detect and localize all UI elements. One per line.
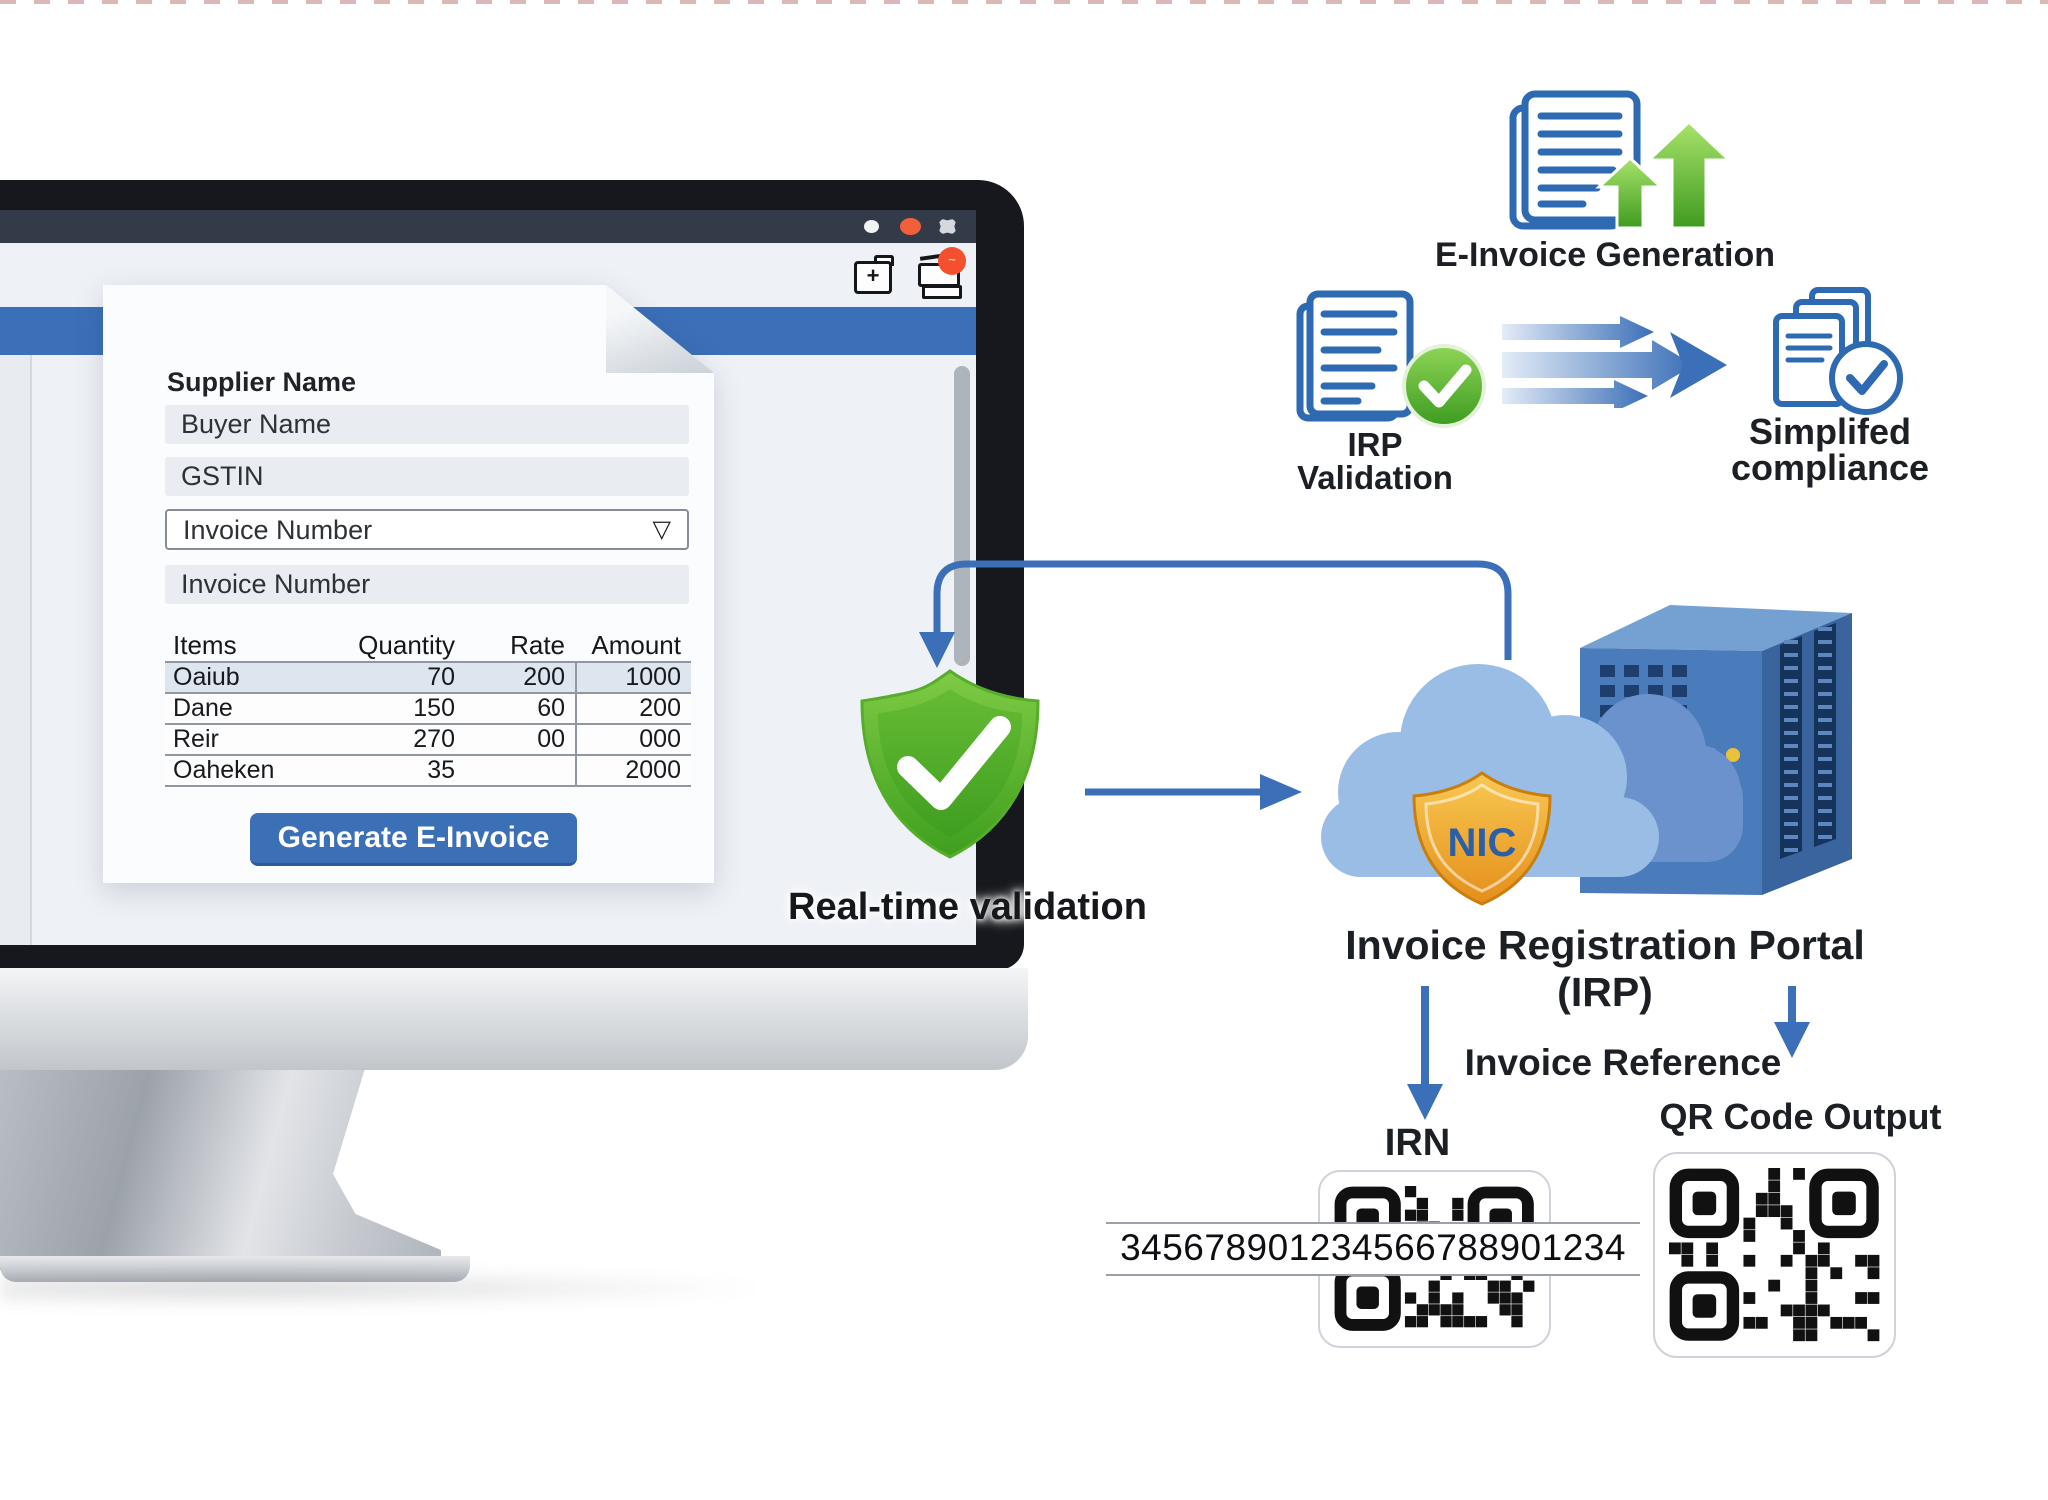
speed-arrows-icon (1502, 316, 1727, 408)
table-cell: Dane (173, 694, 233, 722)
column-header: Items (173, 630, 237, 660)
irn-label: IRN (1384, 1122, 1451, 1164)
nic-shield-label: NIC (1448, 821, 1517, 865)
irp-validation-label: IRP Validation (1270, 428, 1480, 494)
table-cell: 150 (413, 694, 455, 722)
glitch-artifact-line (0, 0, 2048, 4)
output-qr-code (1653, 1152, 1896, 1358)
table-cell: 200 (575, 694, 691, 723)
table-cell: 60 (537, 694, 565, 722)
scrollbar[interactable] (954, 366, 970, 666)
table-cell: 270 (413, 725, 455, 753)
irn-number-band: 345678901234566788901234 (1106, 1222, 1640, 1276)
invoice-number-input[interactable]: Invoice Number (165, 565, 689, 604)
table-row: Oaheken 35 2000 (165, 754, 691, 787)
table-row: Oaiub 70 200 1000 (165, 661, 691, 692)
portal-label: Invoice Registration Portal (IRP) (1345, 922, 1865, 1015)
monitor-chin (0, 968, 1028, 1070)
table-row: Dane 150 60 200 (165, 692, 691, 723)
compliance-docs-icon (1773, 287, 1903, 415)
minimize-dot[interactable] (864, 220, 879, 233)
simplified-compliance-label: Simplifed compliance (1705, 414, 1955, 486)
invoice-reference-label: Invoice Reference (1464, 1042, 1782, 1083)
buyer-name-input[interactable]: Buyer Name (165, 405, 689, 444)
invoice-number-select-value: Invoice Number (183, 515, 373, 545)
column-header: Rate (510, 630, 565, 660)
server-status-light-yellow (1726, 748, 1740, 762)
notification-badge: ~ (938, 247, 966, 275)
qr-code-output-label: QR Code Output (1659, 1096, 1942, 1137)
window-titlebar (0, 210, 976, 243)
irn-qr-code (1318, 1170, 1551, 1348)
table-header-row: Items Quantity Rate Amount (165, 629, 691, 661)
irp-validation-label-line1: IRP (1347, 426, 1403, 463)
invoice-form-card-body: Supplier Name Buyer Name GSTIN Invoice N… (103, 285, 714, 883)
invoice-number-select[interactable]: Invoice Number ▽ (165, 509, 689, 550)
supplier-name-label: Supplier Name (167, 367, 357, 397)
irp-validation-label-line2: Validation (1297, 459, 1453, 496)
green-check-shield-icon (860, 669, 1040, 859)
check-circle-icon (1402, 344, 1486, 428)
table-cell: Oaiub (173, 663, 240, 691)
table-cell: 35 (427, 756, 455, 784)
growth-arrow-small (1595, 155, 1665, 230)
simplified-compliance-line1: Simplifed (1748, 411, 1912, 452)
realtime-validation-label: Real-time validation (788, 886, 1147, 928)
monitor-stand (0, 1070, 441, 1270)
column-header: Quantity (358, 630, 455, 660)
close-dot[interactable] (900, 218, 921, 235)
growth-arrow-big (1645, 119, 1733, 230)
table-cell: 70 (427, 663, 455, 691)
printer-icon-paper (922, 285, 962, 299)
chevron-down-icon: ▽ (652, 516, 671, 543)
table-cell: 00 (537, 725, 565, 753)
table-cell: 1000 (575, 663, 691, 692)
generate-einvoice-button[interactable]: Generate E-Invoice (250, 813, 577, 866)
nic-gold-shield-icon: NIC (1412, 771, 1552, 906)
e-invoice-docs-icon (1509, 90, 1733, 230)
table-cell: 000 (575, 725, 691, 754)
irp-validation-doc-icon (1296, 290, 1486, 428)
sidebar-rail (0, 355, 32, 945)
tray-add-icon-tab (874, 255, 894, 266)
monitor-stand-base (0, 1256, 470, 1282)
shield-to-cloud-arrow (1085, 774, 1302, 810)
simplified-compliance-line2: compliance (1730, 447, 1930, 488)
e-invoice-generation-label: E-Invoice Generation (1434, 236, 1776, 274)
table-cell: Reir (173, 725, 219, 753)
table-cell: 200 (523, 663, 565, 691)
gstin-input[interactable]: GSTIN (165, 457, 689, 496)
app-toolbar: + ~ (0, 243, 976, 313)
invoice-form-card: Supplier Name Buyer Name GSTIN Invoice N… (103, 285, 714, 883)
table-cell: Oaheken (173, 756, 275, 784)
table-cell: 2000 (575, 756, 691, 785)
maximize-pillow-icon[interactable] (938, 218, 957, 235)
floor-shadow (0, 1268, 780, 1308)
check-circle-outline-icon (1829, 341, 1903, 415)
table-cell (465, 756, 575, 785)
column-header: Amount (591, 630, 681, 660)
tray-add-icon[interactable]: + (854, 261, 892, 294)
